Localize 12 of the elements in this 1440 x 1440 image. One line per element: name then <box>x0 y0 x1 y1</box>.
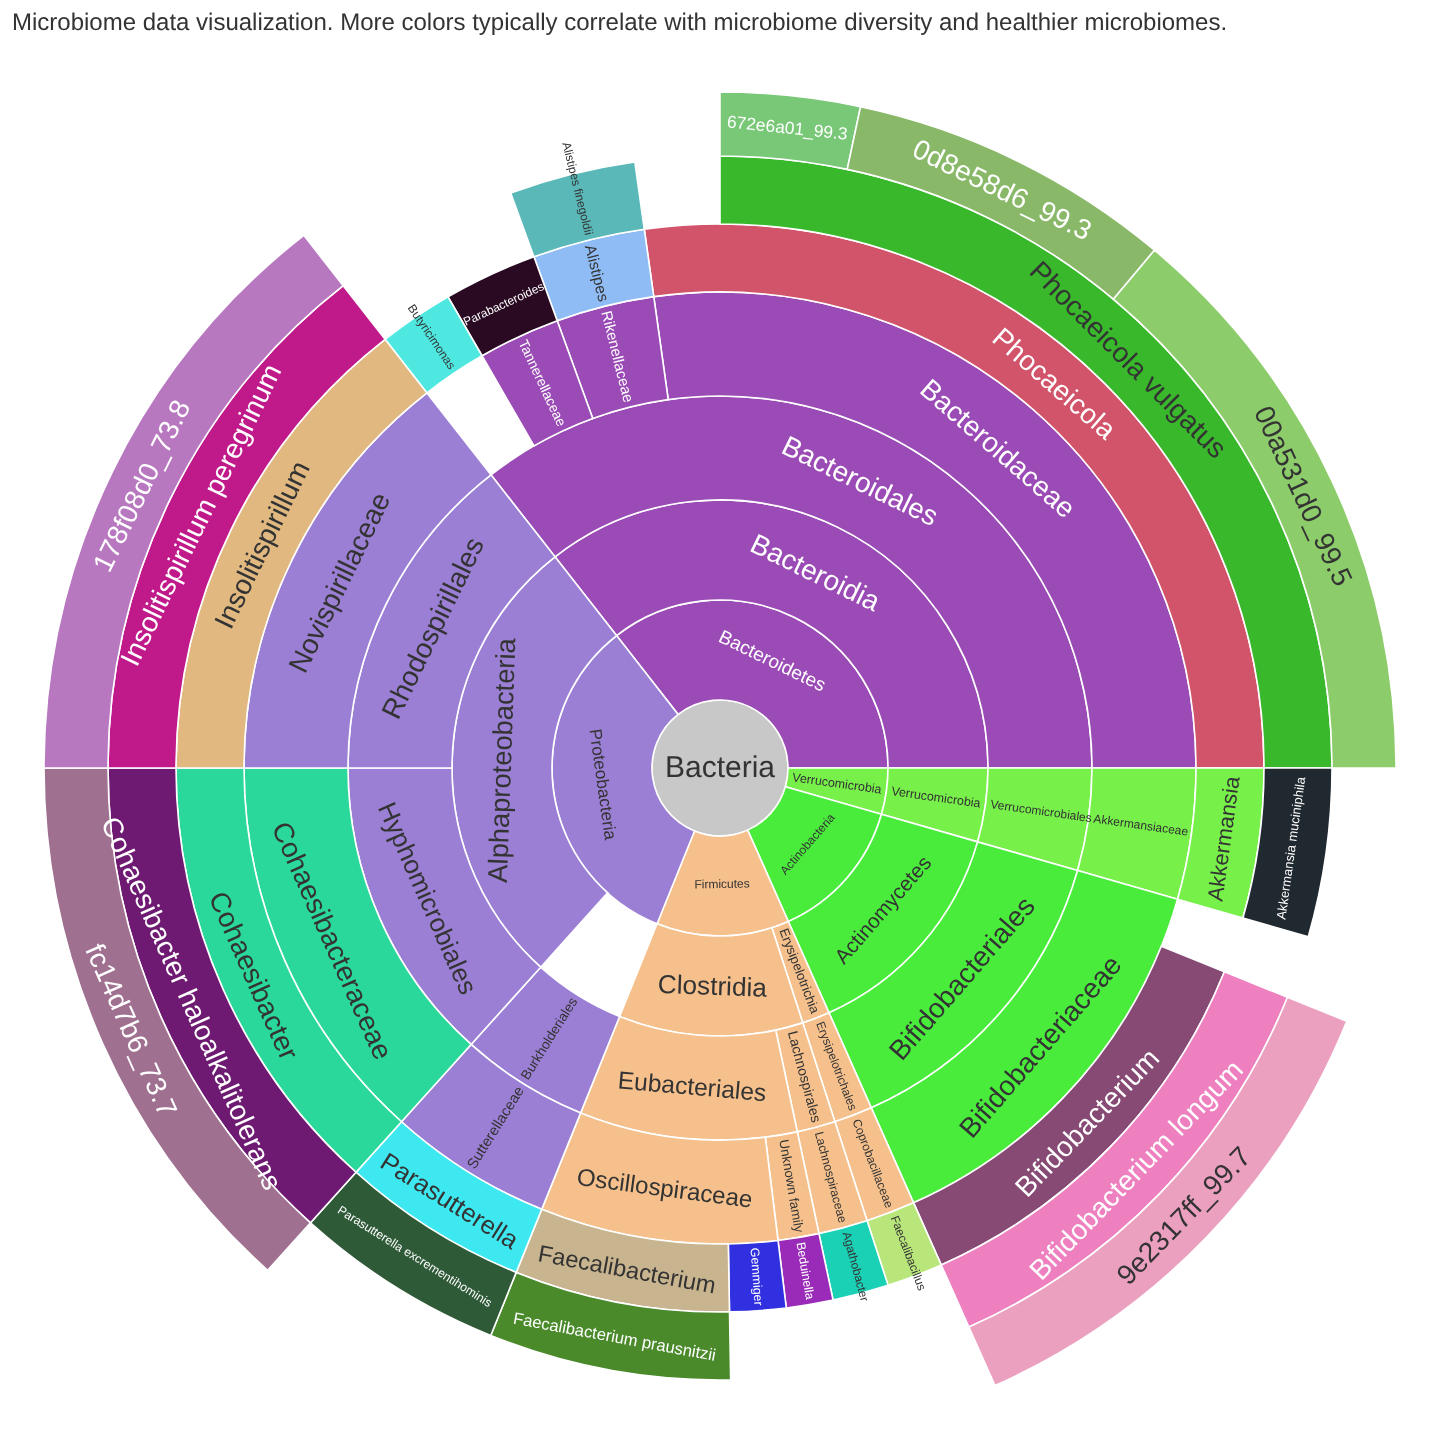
chart-title: Microbiome data visualization. More colors typically correlate with microbiome diversity and healthier microbiomes. <box>12 8 1230 38</box>
segment-label: Clostridia <box>657 968 768 1003</box>
segment-label: Alphaproteobacteria <box>482 637 522 884</box>
segment-label: Eubacteriales <box>616 1066 768 1108</box>
segment-label: Akkermansia <box>1204 775 1246 903</box>
sunburst-segment <box>976 767 1093 872</box>
segment-label: Oscillospiraceae <box>575 1162 755 1214</box>
sunburst-segment <box>719 91 862 171</box>
segment-label: 672e6a01_99.3 <box>726 111 849 144</box>
segment-label: Bacteria <box>664 751 776 785</box>
segment-label: Proteobacteria <box>585 727 621 842</box>
sunburst-segment <box>1242 767 1333 938</box>
